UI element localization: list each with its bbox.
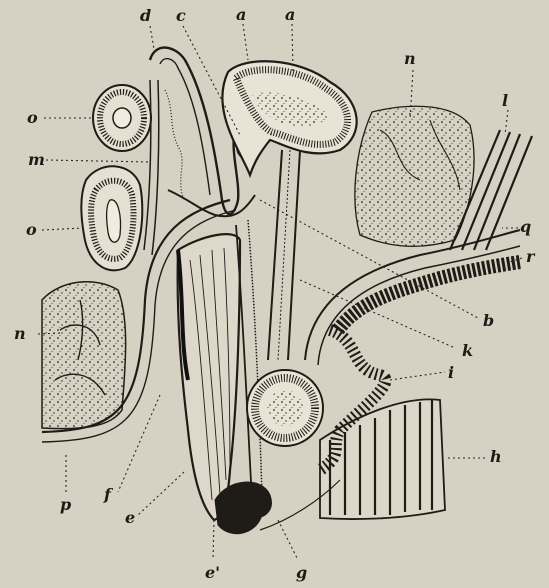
tubule-section-o-top	[93, 85, 151, 151]
label-i: i	[448, 363, 454, 382]
label-k: k	[462, 341, 473, 360]
label-r: r	[526, 247, 536, 266]
gland-mass-left	[42, 282, 126, 429]
label-d: d	[140, 6, 151, 25]
label-g: g	[296, 563, 307, 582]
label-h: h	[490, 447, 502, 466]
label-p: p	[60, 495, 71, 514]
vertical-band-b	[268, 150, 300, 360]
round-cell-k	[247, 370, 323, 446]
label-q: q	[520, 217, 531, 236]
label-a-left: a	[236, 5, 246, 24]
label-b: b	[483, 311, 494, 330]
hooked-end-g	[215, 482, 271, 534]
label-l: l	[502, 91, 508, 110]
gland-mass-n-top	[355, 106, 474, 246]
label-n-left: n	[14, 324, 26, 343]
label-a-right: a	[285, 5, 295, 24]
label-n-top: n	[404, 49, 416, 68]
label-c: c	[176, 6, 186, 25]
label-o-middle: o	[26, 220, 37, 239]
fibrous-structure-e	[178, 234, 240, 520]
fibrous-block-h	[320, 399, 445, 519]
tubule-section-o-middle	[81, 166, 142, 270]
label-f: f	[103, 485, 114, 504]
label-o-top: o	[27, 108, 38, 127]
structure-a	[222, 61, 356, 175]
label-e: e	[125, 508, 135, 527]
label-m: m	[28, 150, 45, 169]
crinkled-tube-q-r	[305, 230, 520, 365]
label-e-prime: e'	[205, 563, 220, 582]
